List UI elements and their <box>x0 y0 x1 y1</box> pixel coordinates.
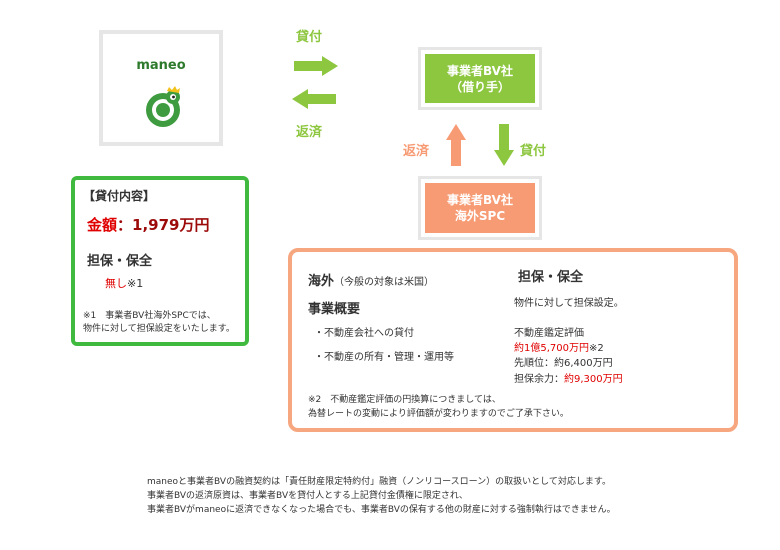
down-arrow-icon <box>494 124 514 166</box>
up-arrow-icon <box>446 124 466 166</box>
amount-value: 1,979万円 <box>132 216 210 234</box>
business-item-2: ・不動産の所有・管理・運用等 <box>314 352 454 363</box>
footer-line-3: 事業者BVがmaneoに返済できなくなった場合でも、事業者BVの保有する他の財産… <box>147 505 616 515</box>
loan-details-box: 【貸付内容】 金額：1,979万円 担保・保全 無し※1 ※1 事業者BV社海外… <box>71 176 249 346</box>
loan-heading: 【貸付内容】 <box>83 189 156 203</box>
borrower-name: 事業者BV社 <box>447 63 513 78</box>
overseas-title: 海外（今般の対象は米国） <box>308 274 435 289</box>
spc-company: 事業者BV社 <box>447 193 513 207</box>
loan-note-2: 物件に対して担保設定をいたします。 <box>83 324 235 334</box>
appraisal-value: 約1億5,700万円※2 <box>514 343 604 354</box>
right-arrow-icon <box>294 56 338 76</box>
borrower-role: （借り手） <box>449 79 510 94</box>
footer-line-1: maneoと事業者BVの融資契約は「責任財産限定特約付」融資（ノンリコースローン… <box>147 477 612 487</box>
lend-label-top: 貸付 <box>296 30 323 45</box>
collateral-margin: 担保余力：約9,300万円 <box>514 374 623 385</box>
spc-box: 事業者BV社 海外SPC <box>418 176 542 240</box>
lend-label-side: 貸付 <box>520 144 547 159</box>
amount-label: 金額 <box>87 216 118 234</box>
loan-collateral-value: 無し※1 <box>105 277 144 290</box>
overseas-collateral-text: 物件に対して担保設定。 <box>514 298 624 309</box>
left-arrow-icon <box>292 89 336 109</box>
senior-lien: 先順位：約6,400万円 <box>514 358 613 369</box>
repay-label-side: 返済 <box>403 144 430 159</box>
spc-name: 海外SPC <box>454 209 506 223</box>
overseas-note-2: 為替レートの変動により評価額が変わりますのでご了承下さい。 <box>308 409 569 419</box>
overseas-collateral-heading: 担保・保全 <box>518 270 584 285</box>
repay-label-top: 返済 <box>296 125 323 140</box>
overseas-note-1: ※2 不動産鑑定評価の円換算につきましては、 <box>308 395 501 405</box>
maneo-name: maneo <box>136 58 186 73</box>
footer-line-2: 事業者BVの返済原資は、事業者BVを貸付人とする上記貸付金債権に限定され、 <box>147 491 468 501</box>
business-heading: 事業概要 <box>308 302 361 317</box>
loan-collateral-heading: 担保・保全 <box>87 254 153 269</box>
borrower-box: 事業者BV社 （借り手） <box>418 47 542 110</box>
overseas-box: 海外（今般の対象は米国） 事業概要 ・不動産会社への貸付 ・不動産の所有・管理・… <box>288 248 738 432</box>
business-item-1: ・不動産会社への貸付 <box>314 328 414 339</box>
loan-note-1: ※1 事業者BV社海外SPCでは、 <box>83 311 216 321</box>
maneo-box: maneo <box>99 30 223 146</box>
appraisal-label: 不動産鑑定評価 <box>514 328 584 339</box>
loan-amount: 金額：1,979万円 <box>87 216 210 234</box>
frog-logo-icon <box>146 86 180 127</box>
